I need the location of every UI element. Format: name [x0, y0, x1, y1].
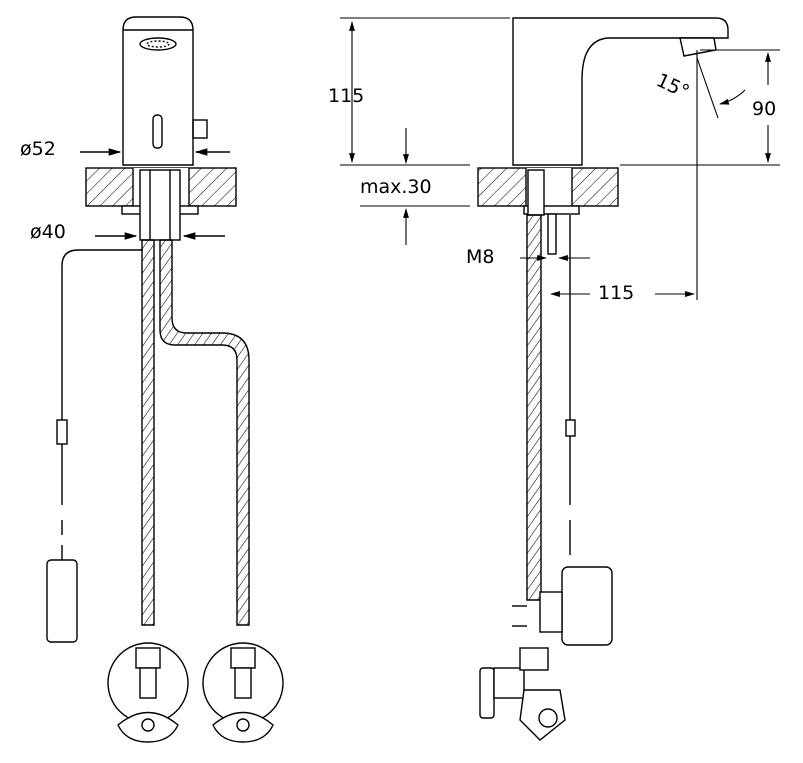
- side-valve: [479, 605, 566, 741]
- side-sensor-cable: [539, 215, 613, 646]
- front-view: [46, 16, 284, 743]
- dim-angle: 15°: [653, 69, 693, 103]
- front-dimension-lines: [80, 148, 230, 240]
- front-valve-right: [202, 642, 284, 743]
- side-dimension-lines: [340, 17, 780, 300]
- dim-spout-diameter: ø52: [20, 138, 56, 160]
- front-sensor-cable: [46, 249, 143, 643]
- dim-tail-diameter: ø40: [30, 221, 66, 243]
- side-countertop: [477, 167, 619, 207]
- side-hose: [526, 214, 542, 601]
- dim-outlet-height: 90: [752, 98, 776, 120]
- front-hose-right: [159, 239, 250, 626]
- dim-projection: 115: [598, 282, 634, 304]
- dim-height: 115: [328, 85, 364, 107]
- side-faucet-body: [512, 17, 729, 166]
- front-valve-left: [107, 642, 189, 743]
- dim-thread: M8: [466, 246, 494, 268]
- front-faucet-body: [122, 16, 208, 166]
- side-view: [340, 17, 780, 741]
- side-mounting: [523, 169, 580, 255]
- front-mounting: [121, 169, 199, 241]
- front-hose-left: [141, 239, 155, 626]
- dim-max-thickness: max.30: [360, 176, 432, 198]
